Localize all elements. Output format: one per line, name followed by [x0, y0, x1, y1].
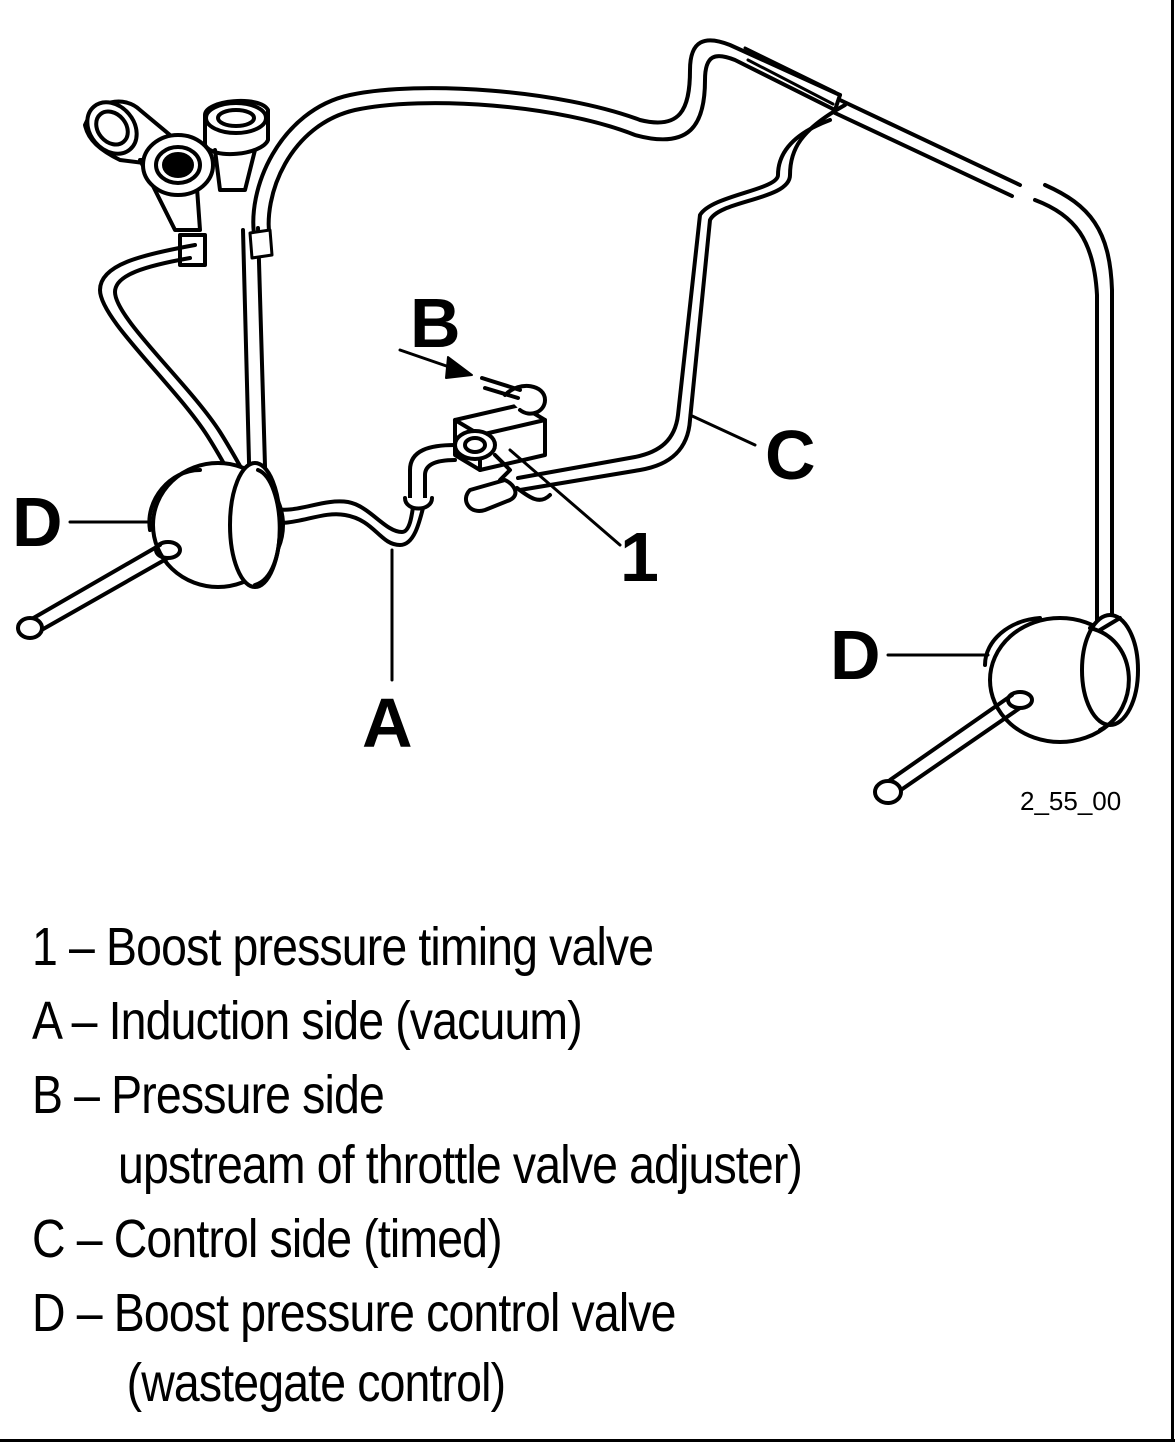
legend-key: A — [32, 991, 60, 1051]
callout-c: C — [765, 416, 816, 494]
legend-sep: – — [64, 1209, 114, 1269]
leader-c — [688, 413, 757, 447]
legend-sep: – — [62, 1065, 112, 1125]
frame-bottom-rule — [0, 1439, 1175, 1442]
vacuum-hose-diagram — [16, 38, 1140, 805]
callout-d-left: D — [12, 483, 63, 561]
legend-text: Control side (timed) — [113, 1209, 503, 1269]
solenoid-valve-icon — [403, 376, 552, 513]
legend-item-d: D – Boost pressure control valve (wasteg… — [32, 1286, 978, 1410]
legend-continuation: (wastegate control) — [126, 1353, 506, 1413]
turbocharger-housing-icon — [83, 98, 270, 267]
legend-text: Induction side (vacuum) — [108, 991, 583, 1051]
legend-key: 1 — [32, 917, 58, 977]
callout-1: 1 — [620, 518, 659, 596]
legend-key: C — [32, 1209, 66, 1269]
legend-key: B — [32, 1065, 63, 1125]
wastegate-actuator-left — [16, 461, 285, 640]
frame-right-rule — [1171, 0, 1174, 1442]
legend-item-1: 1 – Boost pressure timing valve — [32, 920, 978, 974]
leader-lines — [68, 413, 990, 682]
legend-item-a: A – Induction side (vacuum) — [32, 994, 978, 1048]
legend: 1 – Boost pressure timing valve A – Indu… — [32, 920, 978, 1430]
legend-text: Boost pressure timing valve — [106, 917, 654, 977]
legend-item-c: C – Control side (timed) — [32, 1212, 978, 1266]
callout-b: B — [410, 284, 461, 362]
arrow-b — [398, 348, 473, 379]
callout-a: A — [362, 684, 413, 762]
legend-sep: – — [56, 917, 107, 977]
legend-sep: – — [59, 991, 109, 1051]
legend-key: D — [32, 1283, 66, 1343]
callout-d-right: D — [830, 616, 881, 694]
figure-id: 2_55_00 — [1020, 786, 1122, 816]
legend-text: Boost pressure control valve — [113, 1283, 677, 1343]
legend-item-b: B – Pressure side upstream of throttle v… — [32, 1068, 978, 1192]
legend-sep: – — [64, 1283, 114, 1343]
legend-continuation: upstream of throttle valve adjuster) — [118, 1135, 803, 1195]
wastegate-actuator-right — [873, 613, 1140, 805]
legend-text: Pressure side — [111, 1065, 385, 1125]
leader-1 — [508, 448, 622, 547]
